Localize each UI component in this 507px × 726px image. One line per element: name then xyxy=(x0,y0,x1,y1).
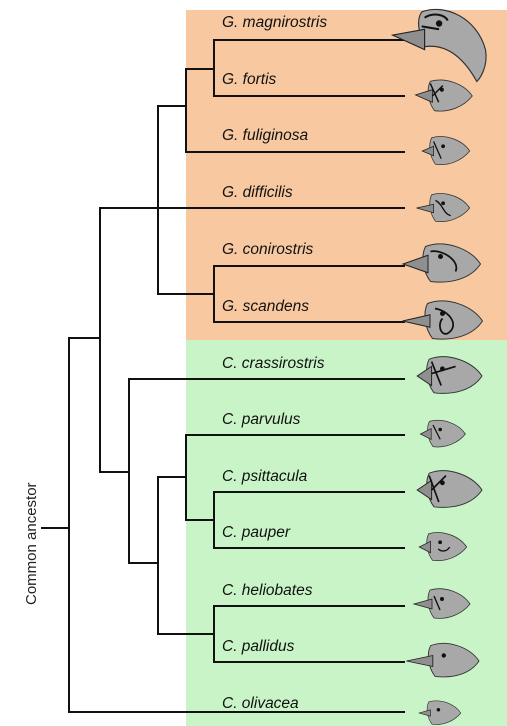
species-label-fuliginosa: G. fuliginosa xyxy=(222,127,309,144)
species-label-heliobates: C. heliobates xyxy=(222,582,313,599)
species-label-difficilis: G. difficilis xyxy=(222,184,293,201)
species-label-olivacea: C. olivacea xyxy=(222,695,299,712)
species-label-pallidus: C. pallidus xyxy=(222,638,295,655)
species-label-pauper: C. pauper xyxy=(222,524,291,541)
root-label: Common ancestor xyxy=(23,482,40,605)
species-label-conirostris: G. conirostris xyxy=(222,241,314,258)
species-label-parvulus: C. parvulus xyxy=(222,411,301,428)
species-label-psittacula: C. psittacula xyxy=(222,468,308,485)
species-label-magnirostris: G. magnirostris xyxy=(222,14,327,31)
ground-finch-panel xyxy=(186,10,507,340)
species-label-crassirostris: C. crassirostris xyxy=(222,355,325,372)
species-label-scandens: G. scandens xyxy=(222,298,309,315)
species-label-fortis: G. fortis xyxy=(222,71,277,88)
